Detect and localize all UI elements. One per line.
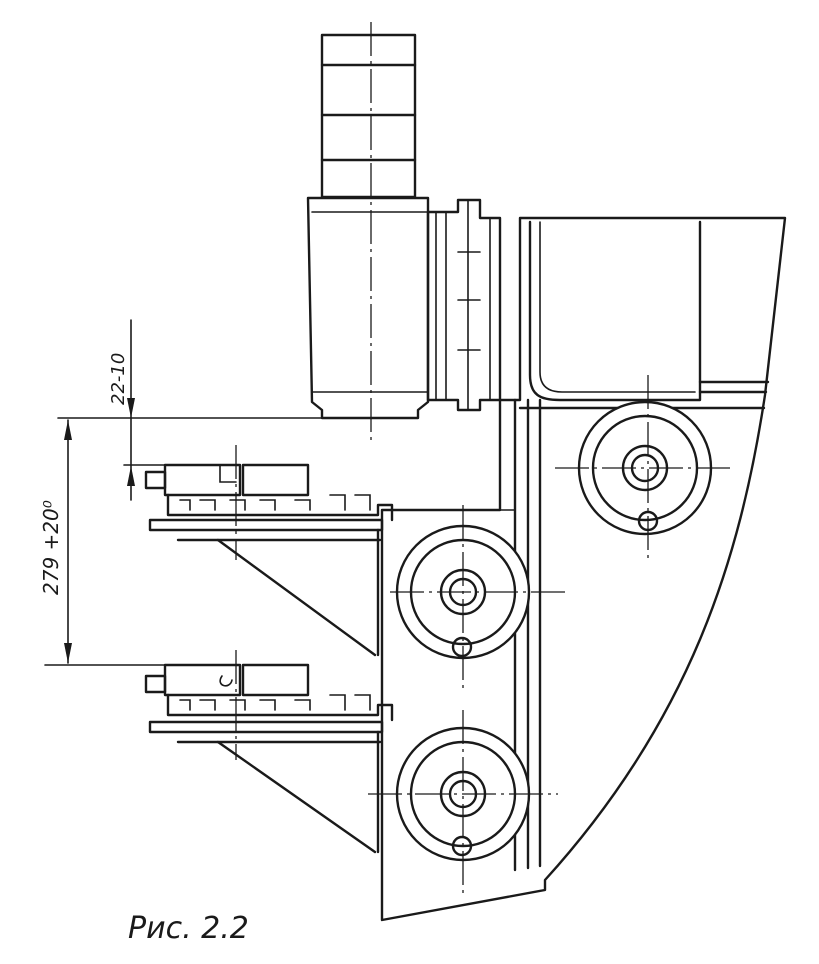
housing-upper-cabinet-inner	[539, 221, 696, 393]
figure-caption: Рис. 2.2	[128, 911, 249, 946]
motor-cap-bands	[320, 63, 417, 162]
dimension-spacing-label: 279 +20⁰	[39, 500, 63, 595]
housing-body	[380, 216, 787, 922]
upper-tool-assembly	[144, 463, 394, 657]
spacing-arrow-bottom	[64, 643, 72, 663]
lower-tool-assembly	[144, 663, 394, 854]
roller-upper-right	[555, 375, 735, 560]
coupling-details	[435, 199, 491, 411]
housing-upper-cabinet	[528, 220, 702, 402]
motor-body-inner	[311, 211, 429, 393]
dimension-arrow-lower	[127, 466, 135, 486]
roller-middle	[390, 505, 565, 690]
dimension-upper-label: 22-10	[108, 353, 129, 405]
dimension-arrow-upper	[127, 398, 135, 418]
spacing-arrow-top	[64, 420, 72, 440]
roller-bottom	[368, 710, 558, 895]
coupling	[426, 198, 502, 412]
motor-body	[306, 196, 430, 420]
